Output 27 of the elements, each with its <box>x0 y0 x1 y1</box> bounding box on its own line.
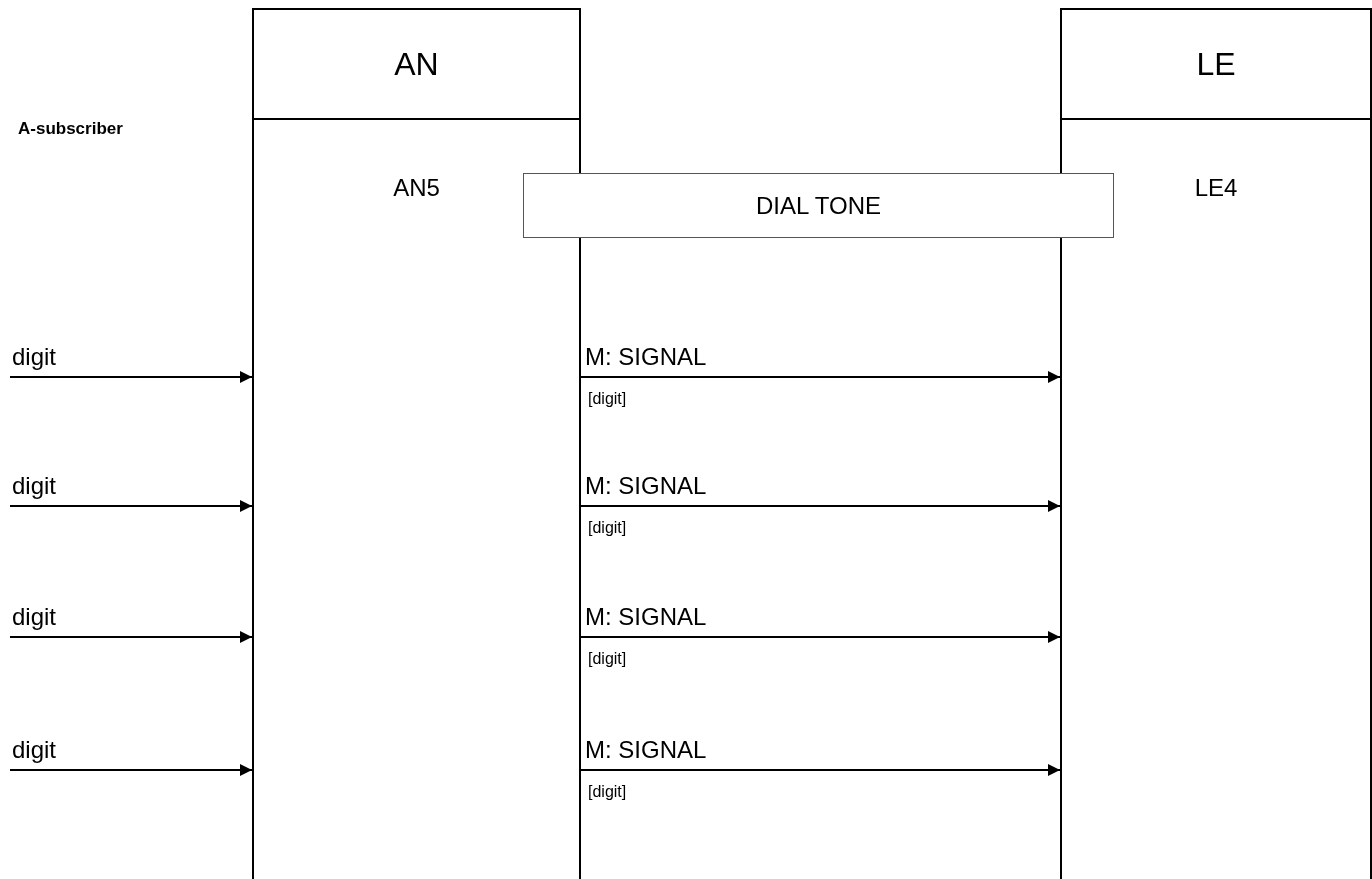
arrow <box>580 500 1061 512</box>
participant-label: A-subscriber <box>18 118 123 140</box>
arrow <box>9 764 253 776</box>
edge-label: M: SIGNAL <box>585 474 707 498</box>
parameter-label: [digit] <box>588 649 627 669</box>
arrow <box>9 500 253 512</box>
state-label: AN5 <box>393 173 440 203</box>
arrow <box>580 631 1061 643</box>
entity-title: AN <box>394 45 439 84</box>
edge-label: digit <box>12 605 57 629</box>
edge-label: M: SIGNAL <box>585 605 707 629</box>
parameter-label: [digit] <box>588 782 627 802</box>
edge-label: M: SIGNAL <box>585 738 707 762</box>
arrow <box>580 371 1061 383</box>
arrow <box>580 764 1061 776</box>
edge-label: digit <box>12 345 57 369</box>
edge-label: M: SIGNAL <box>585 345 707 369</box>
signal-bar <box>523 173 1114 238</box>
edge-label: digit <box>12 738 57 762</box>
edge-label: digit <box>12 474 57 498</box>
parameter-label: [digit] <box>588 518 627 538</box>
arrow <box>9 631 253 643</box>
bar-label: DIAL TONE <box>756 190 881 221</box>
parameter-label: [digit] <box>588 389 627 409</box>
state-label: LE4 <box>1194 173 1238 203</box>
entity-title: LE <box>1196 45 1236 84</box>
arrow <box>9 371 253 383</box>
